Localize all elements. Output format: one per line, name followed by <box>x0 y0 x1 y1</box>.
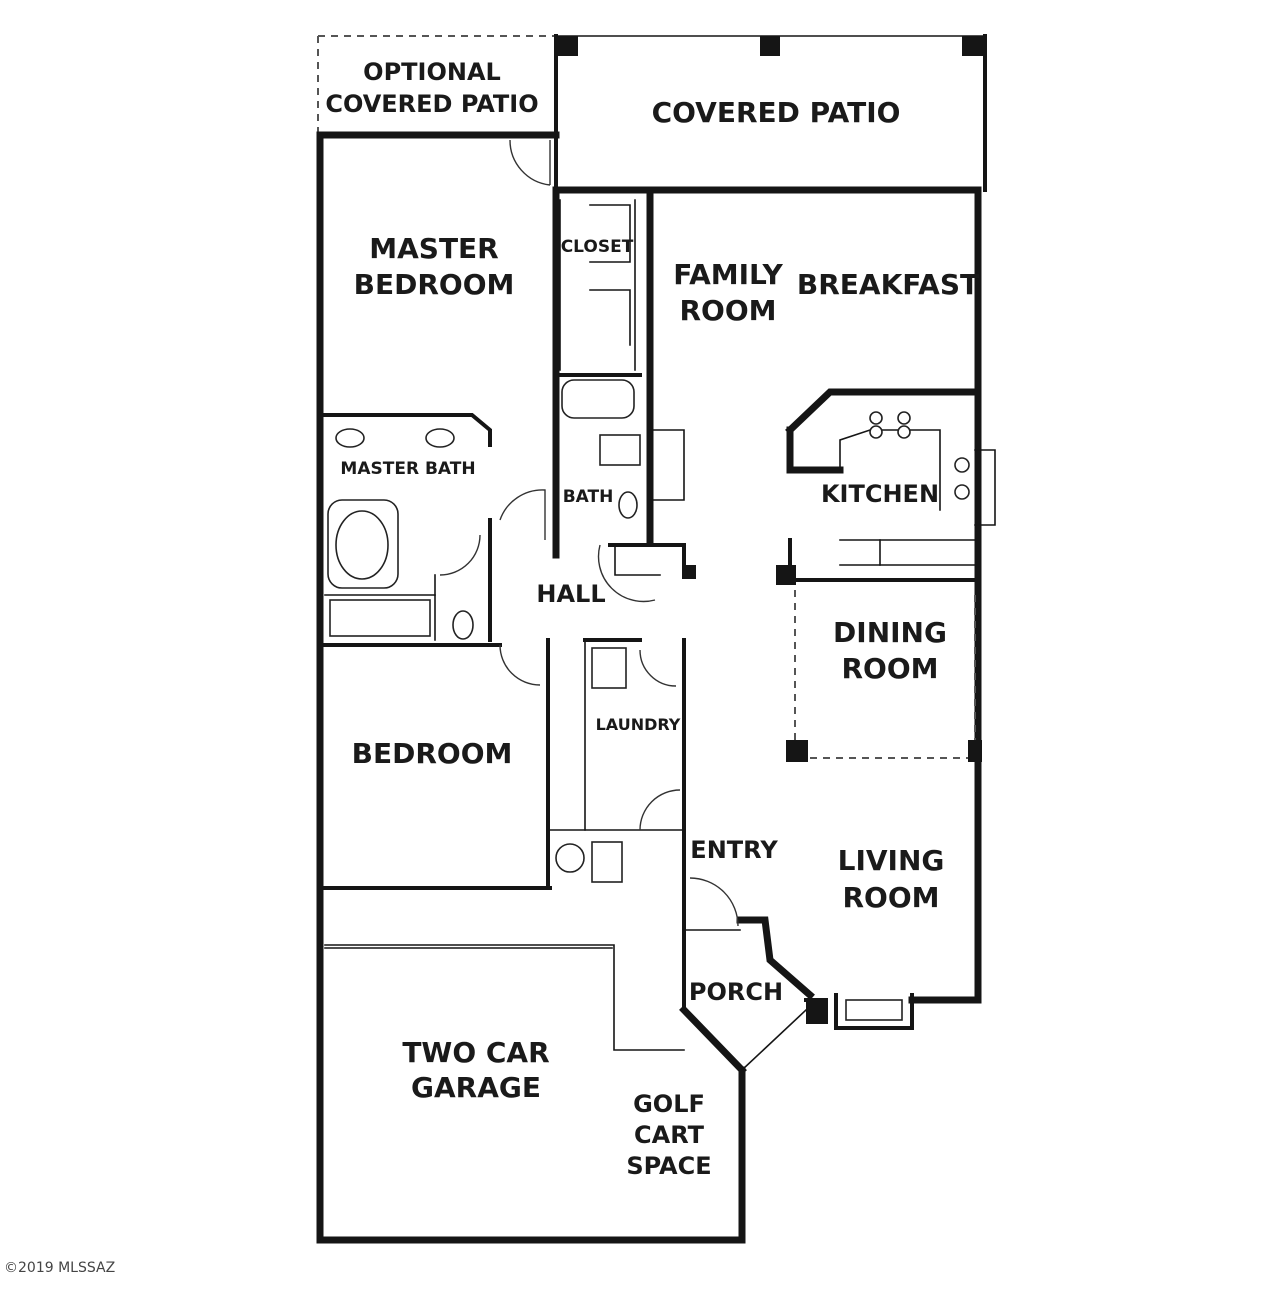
svg-text:CART: CART <box>634 1121 705 1149</box>
bathtub-icon <box>561 379 635 419</box>
wall-post <box>968 740 982 762</box>
wall-post <box>786 740 808 762</box>
porch-label: PORCH <box>689 978 783 1006</box>
interior-walls <box>318 186 996 1072</box>
svg-text:DINING: DINING <box>833 616 947 649</box>
living-room-label: LIVING ROOM <box>838 844 945 914</box>
door-swing <box>499 644 541 686</box>
door-swing <box>509 139 551 186</box>
svg-text:GARAGE: GARAGE <box>411 1071 541 1104</box>
sink-icon <box>425 428 455 448</box>
optional-covered-patio-label: OPTIONAL COVERED PATIO <box>325 58 538 118</box>
water-heater-icon <box>555 843 585 873</box>
wall-post <box>806 998 828 1024</box>
svg-text:COVERED PATIO: COVERED PATIO <box>325 90 538 118</box>
svg-text:MASTER: MASTER <box>369 232 499 265</box>
stove-icon <box>897 425 911 439</box>
svg-text:LIVING: LIVING <box>838 844 945 877</box>
covered-patio-label: COVERED PATIO <box>652 96 901 129</box>
door-swing <box>639 649 677 687</box>
door-swing <box>639 789 681 831</box>
copyright-notice: ©2019 MLSSAZ <box>4 1260 115 1276</box>
toilet-icon <box>452 610 474 640</box>
svg-text:TWO CAR: TWO CAR <box>402 1036 549 1069</box>
door-swing <box>689 877 739 927</box>
bedroom-label: BEDROOM <box>352 737 513 770</box>
svg-text:ROOM: ROOM <box>842 881 939 914</box>
shower-icon <box>329 599 431 637</box>
stove-icon <box>869 411 883 425</box>
closet-label: CLOSET <box>561 237 634 257</box>
door-swing <box>439 534 481 576</box>
svg-text:GOLF: GOLF <box>633 1090 705 1118</box>
svg-text:OPTIONAL: OPTIONAL <box>363 58 501 86</box>
dining-room-label: DINING ROOM <box>833 616 947 685</box>
sink-icon <box>599 434 641 466</box>
wall-post <box>682 565 696 579</box>
entry-label: ENTRY <box>690 836 778 864</box>
fireplace-icon <box>845 999 903 1021</box>
fireplace-icon <box>834 993 914 1030</box>
svg-text:ROOM: ROOM <box>679 294 776 327</box>
master-bath-label: MASTER BATH <box>340 459 475 479</box>
svg-text:BEDROOM: BEDROOM <box>354 268 515 301</box>
sink-icon <box>335 428 365 448</box>
svg-text:ROOM: ROOM <box>841 652 938 685</box>
garage-label: TWO CAR GARAGE <box>402 1036 549 1104</box>
door-swing <box>499 489 546 540</box>
patio-post <box>760 36 780 56</box>
breakfast-label: BREAKFAST <box>797 268 979 301</box>
exterior-walls <box>316 131 982 1244</box>
svg-text:SPACE: SPACE <box>626 1152 711 1180</box>
sink-icon <box>954 484 970 500</box>
hall-label: HALL <box>536 580 605 608</box>
kitchen-label: KITCHEN <box>821 480 939 508</box>
stove-icon <box>869 425 883 439</box>
svg-text:FAMILY: FAMILY <box>673 258 783 291</box>
sink-icon <box>954 457 970 473</box>
washer-icon <box>591 647 627 689</box>
patio-post <box>558 36 578 56</box>
bathtub-icon <box>335 510 389 580</box>
toilet-icon <box>618 491 638 519</box>
master-bedroom-label: MASTER BEDROOM <box>354 232 515 301</box>
bath-label: BATH <box>563 487 614 507</box>
golf-cart-space-label: GOLF CART SPACE <box>626 1090 711 1180</box>
door-swing <box>597 544 656 603</box>
stove-icon <box>897 411 911 425</box>
family-room-label: FAMILY ROOM <box>673 258 783 327</box>
laundry-label: LAUNDRY <box>596 715 681 734</box>
patio-post <box>962 36 984 56</box>
water-heater-icon <box>591 841 623 883</box>
wall-post <box>776 565 796 585</box>
